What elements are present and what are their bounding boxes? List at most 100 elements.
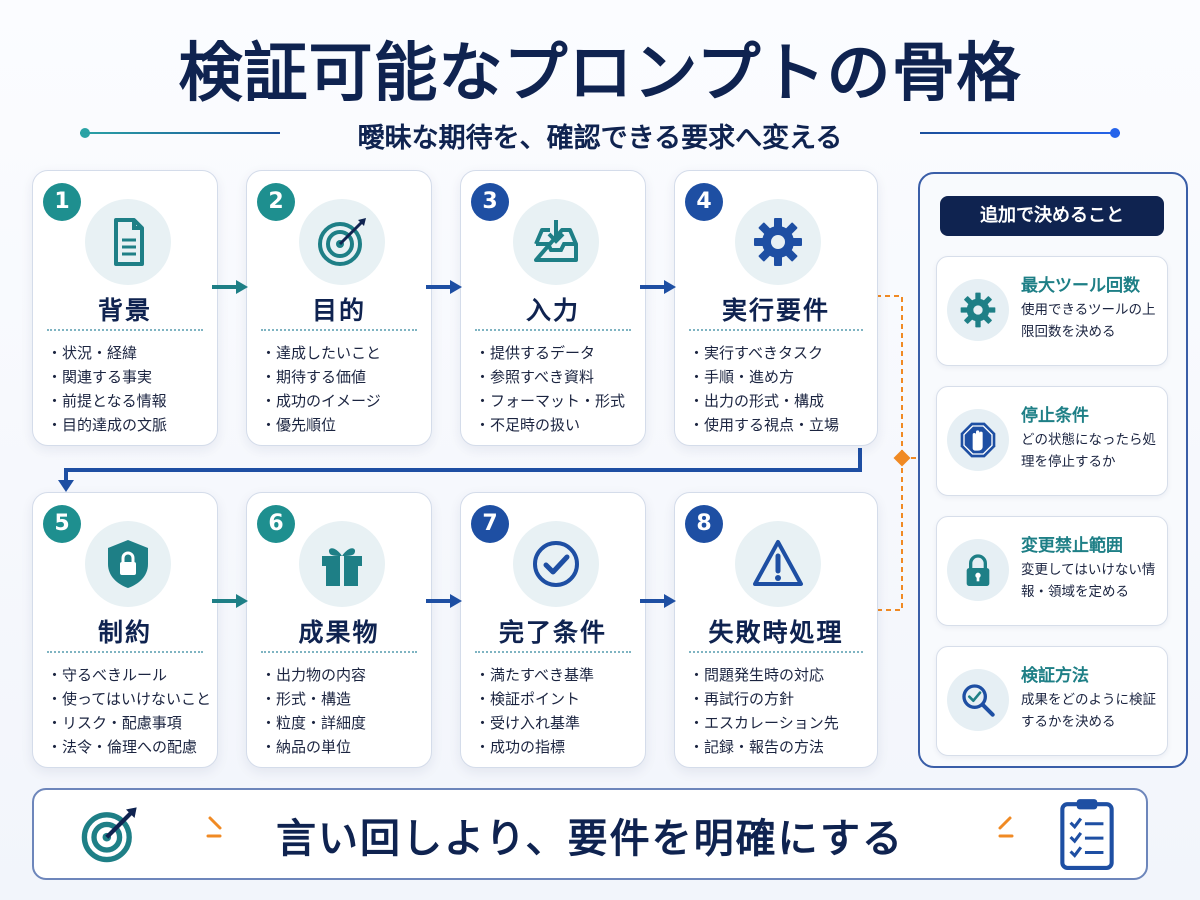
gear-icon <box>960 292 996 328</box>
list-item: 再試行の方針 <box>689 687 839 711</box>
card-icon-wrap <box>85 521 171 607</box>
shield-lock-icon <box>108 540 148 588</box>
list-item: 提供するデータ <box>475 341 625 365</box>
list-item: 受け入れ基準 <box>475 711 594 735</box>
arrow-right-icon <box>426 280 462 294</box>
page-subtitle: 曖昧な期待を、確認できる要求へ変える <box>357 123 843 154</box>
additional-decisions-panel: 追加で決めること 最大ツール回数 使用できるツールの上限回数を決める <box>918 172 1188 768</box>
card-title: 完了条件 <box>498 618 607 647</box>
list-item: 使ってはいけないこと <box>47 687 211 711</box>
card-list: 実行すべきタスク 手順・進め方 出力の形式・構成 使用する視点・立場 <box>689 341 839 437</box>
list-item: リスク・配慮事項 <box>47 711 211 735</box>
subtitle-right-dot <box>1110 128 1120 138</box>
subtitle-right-line <box>920 132 1120 134</box>
stop-hand-icon <box>960 422 996 458</box>
card-purpose: 2 目的 達成したいこと 期待する価値 成功のイメージ 優先順位 <box>246 170 432 446</box>
list-item: 守るべきルール <box>47 663 211 687</box>
list-item: 出力の形式・構成 <box>689 389 839 413</box>
card-input: 3 入力 提供するデータ 参照すべき資料 フォーマット・形式 不足時の扱い <box>460 170 646 446</box>
target-icon <box>81 807 137 863</box>
side-item-no-change-scope: 変更禁止範囲 変更してはいけない情報・領域を定める <box>936 516 1168 626</box>
list-item: エスカレーション先 <box>689 711 839 735</box>
list-item: 問題発生時の対応 <box>689 663 839 687</box>
list-item: 形式・構造 <box>261 687 366 711</box>
list-item: 手順・進め方 <box>689 365 839 389</box>
card-list: 達成したいこと 期待する価値 成功のイメージ 優先順位 <box>261 341 381 437</box>
side-item-desc: どの状態になったら処理を停止するか <box>1021 432 1156 470</box>
step-number: 2 <box>257 183 295 221</box>
card-divider <box>475 329 631 331</box>
step-number: 7 <box>471 505 509 543</box>
list-item: 実行すべきタスク <box>689 341 839 365</box>
side-item-desc: 使用できるツールの上限回数を決める <box>1021 302 1156 340</box>
side-icon-wrap <box>947 669 1009 731</box>
card-icon-wrap <box>513 521 599 607</box>
card-failure-handling: 8 失敗時処理 問題発生時の対応 再試行の方針 エスカレーション先 記録・報告の… <box>674 492 878 768</box>
card-background: 1 背景 状況・経緯 関連する事実 前提となる情報 目的達成の文脈 <box>32 170 218 446</box>
card-constraints: 5 制約 守るべきルール 使ってはいけないこと リスク・配慮事項 法令・倫理への… <box>32 492 218 768</box>
card-divider <box>47 329 203 331</box>
subtitle-left-line <box>80 132 280 134</box>
list-item: 成功の指標 <box>475 735 594 759</box>
card-title: 成果物 <box>298 618 380 647</box>
step-number: 3 <box>471 183 509 221</box>
side-icon-wrap <box>947 279 1009 341</box>
card-divider <box>689 329 863 331</box>
card-title: 失敗時処理 <box>708 618 844 647</box>
document-icon <box>114 218 144 266</box>
step-number: 6 <box>257 505 295 543</box>
arrow-right-icon <box>640 280 676 294</box>
list-item: 満たすべき基準 <box>475 663 594 687</box>
card-list: 提供するデータ 参照すべき資料 フォーマット・形式 不足時の扱い <box>475 341 625 437</box>
side-item-title: 変更禁止範囲 <box>1021 536 1123 556</box>
arrow-right-icon <box>640 594 676 608</box>
card-title: 実行要件 <box>721 296 830 325</box>
arrow-right-icon <box>426 594 462 608</box>
list-item: 優先順位 <box>261 413 381 437</box>
side-item-verification-method: 検証方法 成果をどのように検証するかを決める <box>936 646 1168 756</box>
page-title: 検証可能なプロンプトの骨格 <box>178 37 1022 111</box>
card-list: 状況・経緯 関連する事実 前提となる情報 目的達成の文脈 <box>47 341 167 437</box>
card-icon-wrap <box>299 199 385 285</box>
card-completion-criteria: 7 完了条件 満たすべき基準 検証ポイント 受け入れ基準 成功の指標 <box>460 492 646 768</box>
card-icon-wrap <box>735 199 821 285</box>
list-item: 記録・報告の方法 <box>689 735 839 759</box>
card-title: 制約 <box>97 618 152 647</box>
list-item: 関連する事実 <box>47 365 167 389</box>
side-panel-header: 追加で決めること <box>940 196 1164 236</box>
side-item-title: 検証方法 <box>1021 666 1089 686</box>
key-message-banner: 言い回しより、要件を明確にする <box>32 788 1148 880</box>
card-divider <box>47 651 203 653</box>
arrow-right-icon <box>212 594 248 608</box>
clipboard-checklist-icon <box>1060 799 1114 870</box>
target-icon <box>318 218 366 266</box>
list-item: 期待する価値 <box>261 365 381 389</box>
side-item-max-tool-calls: 最大ツール回数 使用できるツールの上限回数を決める <box>936 256 1168 366</box>
gear-icon <box>754 218 802 266</box>
card-icon-wrap <box>299 521 385 607</box>
card-list: 問題発生時の対応 再試行の方針 エスカレーション先 記録・報告の方法 <box>689 663 839 759</box>
list-item: 前提となる情報 <box>47 389 167 413</box>
side-icon-wrap <box>947 539 1009 601</box>
list-item: 法令・倫理への配慮 <box>47 735 211 759</box>
card-list: 出力物の内容 形式・構造 粒度・詳細度 納品の単位 <box>261 663 366 759</box>
card-icon-wrap <box>513 199 599 285</box>
list-item: 出力物の内容 <box>261 663 366 687</box>
side-item-desc: 変更してはいけない情報・領域を定める <box>1021 562 1156 600</box>
lock-icon <box>966 554 990 586</box>
step-number: 5 <box>43 505 81 543</box>
card-deliverables: 6 成果物 出力物の内容 形式・構造 粒度・詳細度 納品の単位 <box>246 492 432 768</box>
side-item-stop-condition: 停止条件 どの状態になったら処理を停止するか <box>936 386 1168 496</box>
list-item: フォーマット・形式 <box>475 389 625 413</box>
side-icon-wrap <box>947 409 1009 471</box>
warning-icon <box>753 540 803 586</box>
card-title: 入力 <box>525 296 580 325</box>
list-item: 達成したいこと <box>261 341 381 365</box>
card-icon-wrap <box>85 199 171 285</box>
inbox-download-icon <box>534 220 578 262</box>
sparkle-right-icon <box>998 816 1014 838</box>
list-item: 成功のイメージ <box>261 389 381 413</box>
list-item: 不足時の扱い <box>475 413 625 437</box>
check-circle-icon <box>533 541 579 587</box>
side-item-title: 最大ツール回数 <box>1021 276 1140 296</box>
